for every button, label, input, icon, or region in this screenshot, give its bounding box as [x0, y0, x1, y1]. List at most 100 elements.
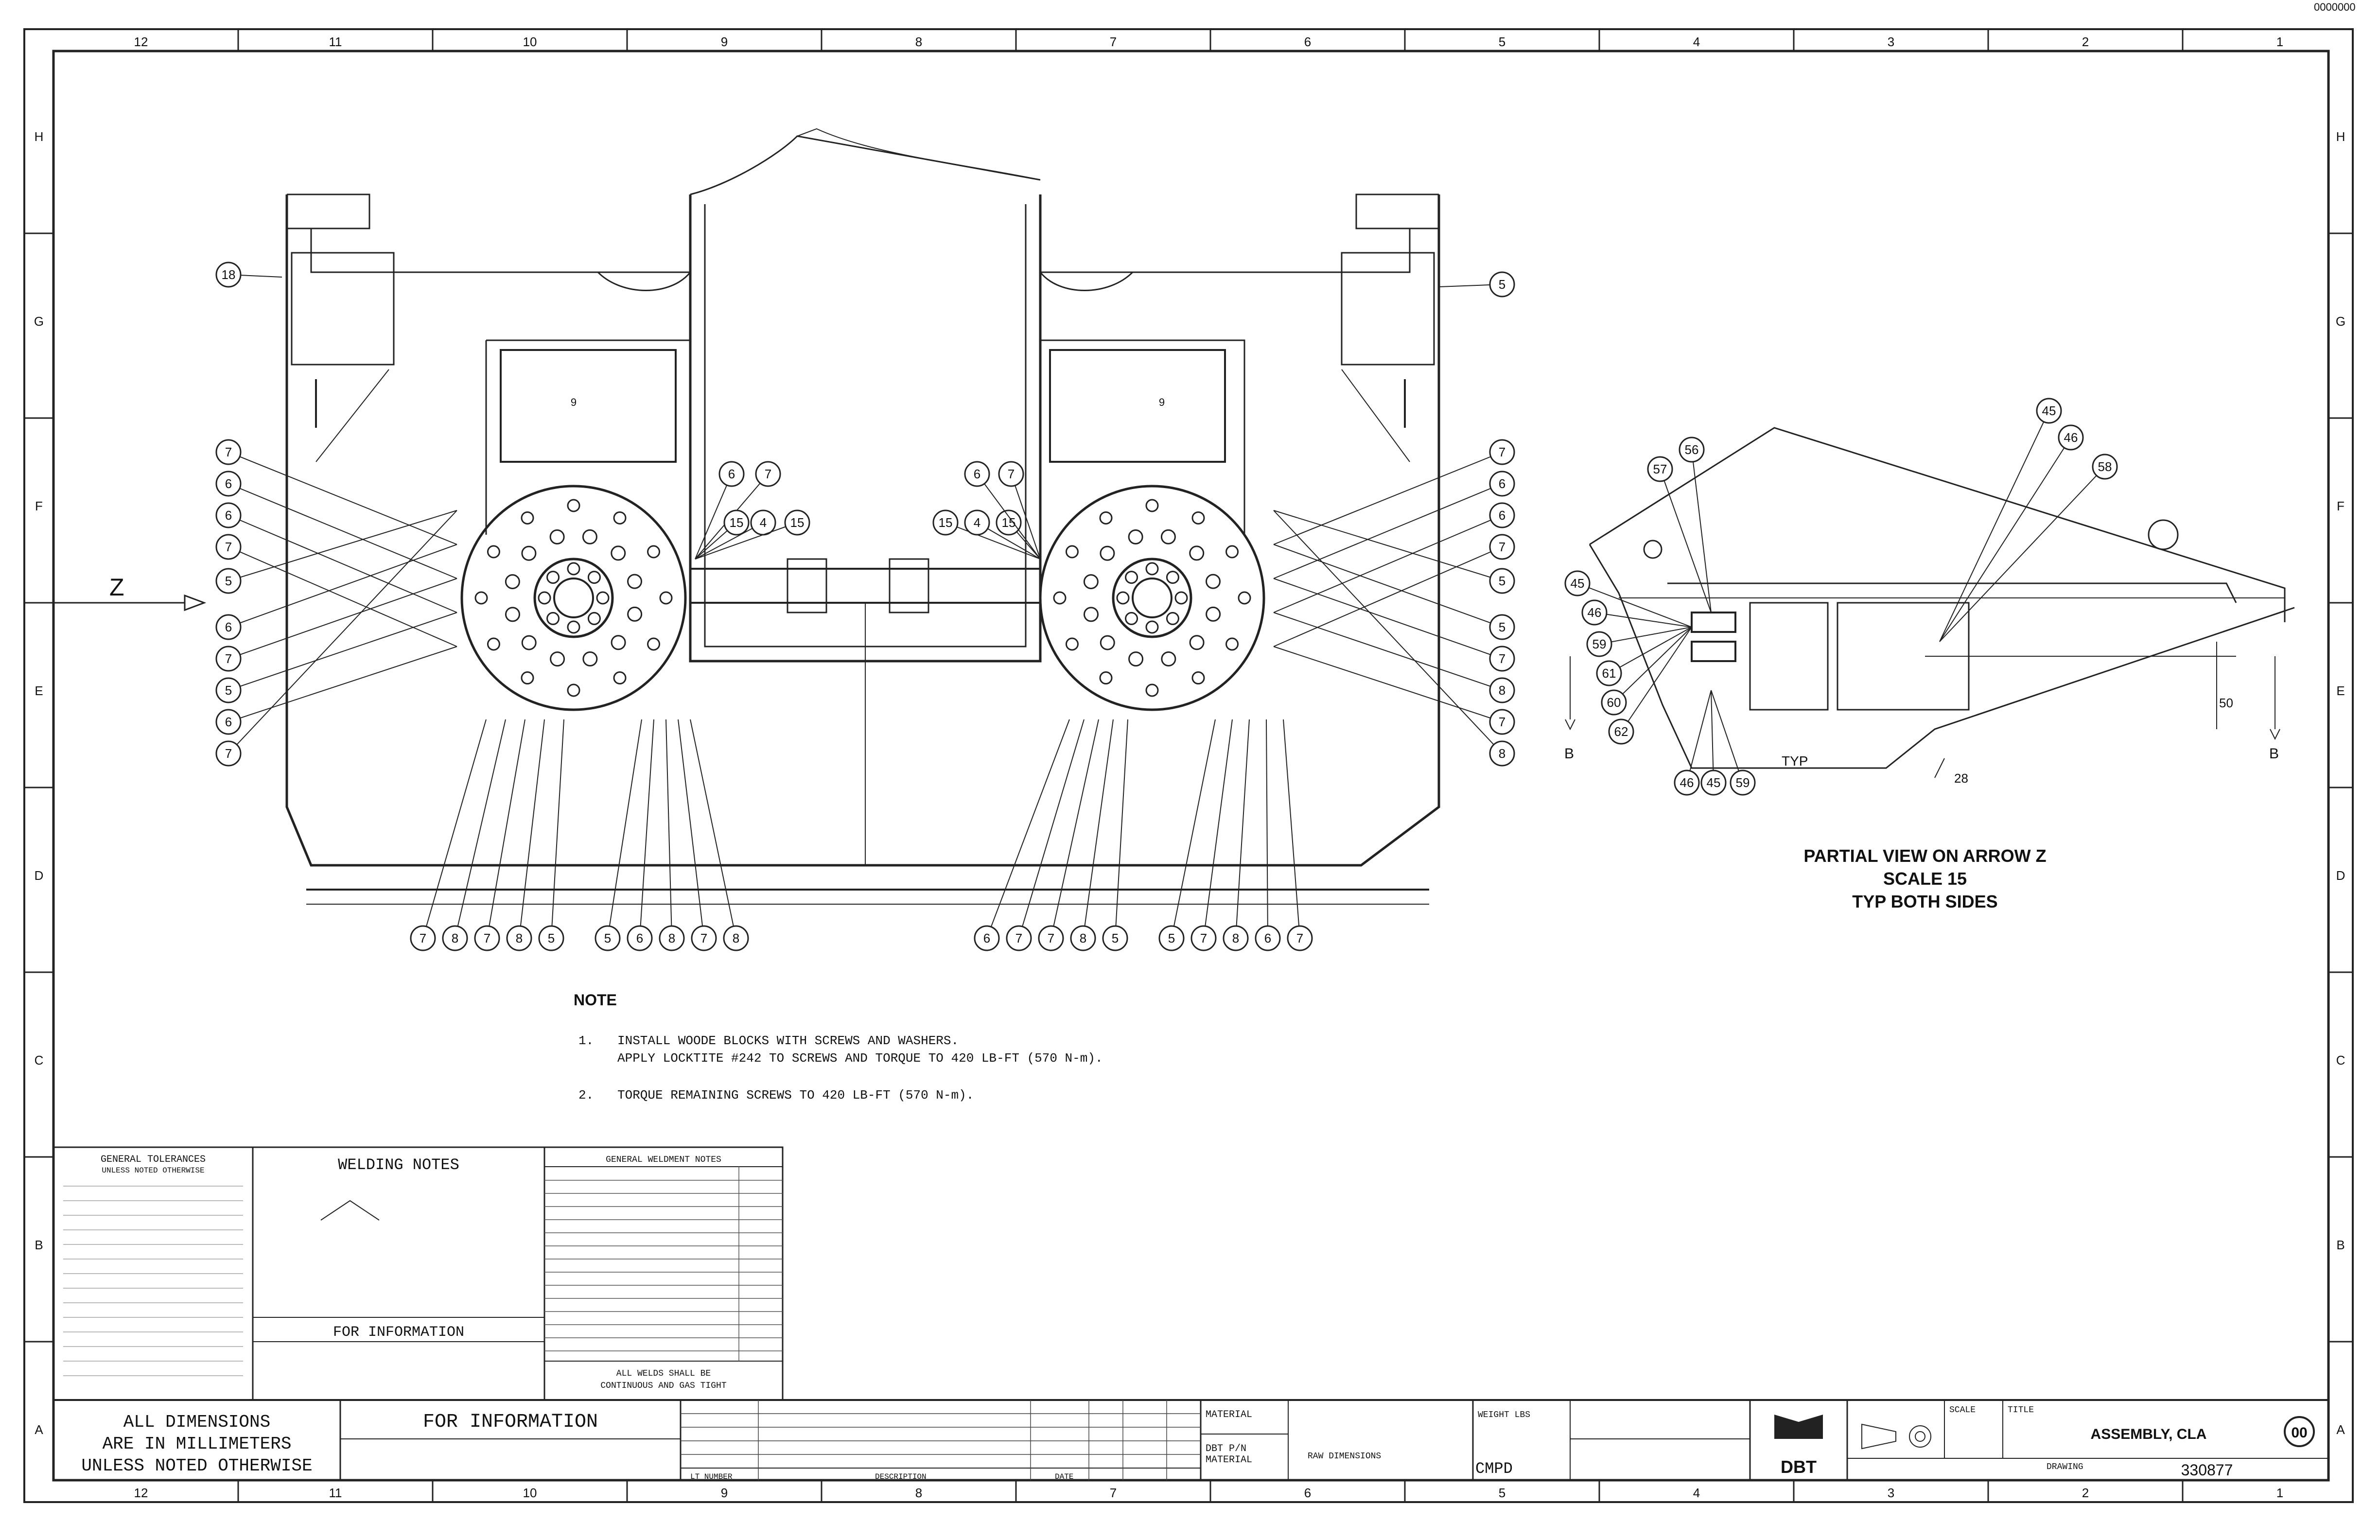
- top-zone-label: 6: [1304, 35, 1311, 49]
- balloon-number: 6: [225, 476, 232, 491]
- bolt-hole: [1189, 545, 1205, 561]
- bolt-hole: [659, 591, 673, 605]
- bolt-hole: [1189, 635, 1205, 650]
- bottom-zone-label: 11: [329, 1486, 342, 1500]
- balloon-circle: [1489, 568, 1515, 594]
- hub-bolt: [1166, 612, 1179, 625]
- left-zone-label: F: [35, 499, 43, 513]
- balloon-center-right: 7: [998, 461, 1041, 560]
- bolt-hole: [1053, 591, 1067, 605]
- drawing-label: DRAWING: [2047, 1462, 2083, 1472]
- balloon-bottom-right: 5: [1102, 719, 1128, 951]
- balloon-circle: [2058, 424, 2084, 451]
- partial-view-title: PARTIAL VIEW ON ARROW Z: [1803, 846, 2046, 866]
- balloon-circle: [1158, 925, 1185, 951]
- balloon-circle: [215, 439, 242, 465]
- cross-shaft: [689, 568, 1041, 604]
- leader-line: [228, 578, 457, 659]
- bolt-hole: [647, 637, 661, 651]
- leader-line: [228, 612, 457, 691]
- balloon-number: 7: [1499, 540, 1505, 554]
- leader-line: [1083, 719, 1114, 939]
- weldment-notes-box: [543, 1146, 784, 1401]
- hub-bolt: [546, 612, 560, 625]
- balloon-number: 8: [733, 931, 739, 945]
- material-label: MATERIAL: [1206, 1409, 1252, 1420]
- hub-bolt: [1145, 562, 1159, 576]
- top-zone-label: 2: [2082, 35, 2089, 49]
- note-number: 1.: [578, 1033, 594, 1048]
- bottom-zone-label: 4: [1693, 1486, 1700, 1500]
- leader-line: [1203, 719, 1233, 939]
- note-number: 2.: [578, 1088, 594, 1102]
- bolt-hole: [611, 545, 626, 561]
- hub-bolt: [567, 562, 580, 576]
- bolt-hole: [1065, 545, 1079, 559]
- balloon-circle: [974, 925, 1000, 951]
- balloon-partial: 45: [1564, 570, 1692, 628]
- hub-bolt: [567, 620, 580, 634]
- balloon-left: 5: [215, 612, 457, 703]
- left-zone-label: E: [35, 683, 43, 698]
- section-label-left: B: [1564, 746, 1574, 762]
- dbt-pn-label: DBT P/N: [1206, 1443, 1246, 1454]
- drawing-number: 330877: [2181, 1461, 2233, 1479]
- balloon-number: 7: [225, 540, 232, 554]
- note-item: APPLY LOCKTITE #242 TO SCREWS AND TORQUE…: [617, 1051, 1103, 1066]
- balloon-circle: [1489, 502, 1515, 528]
- leader-line: [1273, 515, 1503, 613]
- balloon-bottom-right: 8: [1223, 719, 1250, 951]
- balloon-bottom-left: 8: [659, 719, 685, 951]
- bolt-hole: [1225, 545, 1239, 559]
- balloon-partial: 61: [1596, 627, 1692, 686]
- balloon-number: 5: [225, 683, 232, 698]
- description-column-header: DESCRIPTION: [875, 1472, 927, 1481]
- balloon-left: 5: [215, 510, 457, 594]
- leader-line: [607, 719, 642, 939]
- left-zone-label: A: [35, 1422, 43, 1437]
- leader-line: [1273, 510, 1503, 581]
- balloon-circle: [2036, 398, 2062, 424]
- balloon-number: 5: [1499, 277, 1505, 292]
- balloon-number: 6: [636, 931, 643, 945]
- balloon-number: 6: [974, 467, 980, 481]
- balloon-bottom-left: 8: [506, 719, 545, 951]
- cmpd-label: CMPD: [1475, 1460, 1513, 1478]
- balloon-number: 56: [1685, 442, 1699, 457]
- bolt-hole: [613, 671, 627, 685]
- balloon-number: 57: [1653, 462, 1667, 476]
- bolt-hole: [521, 545, 537, 561]
- balloon-circle: [442, 925, 468, 951]
- balloon-circle: [1489, 439, 1515, 465]
- balloon-number: 7: [1499, 651, 1505, 666]
- weight-label: WEIGHT LBS: [1478, 1410, 1530, 1420]
- balloon-number: 7: [1008, 467, 1015, 481]
- company-name: DBT: [1781, 1457, 1817, 1477]
- material-label-2: MATERIAL: [1206, 1454, 1252, 1466]
- item-column-header: LT NUMBER: [690, 1472, 733, 1481]
- bottom-zone-label: 5: [1499, 1486, 1505, 1500]
- leader-line: [1273, 578, 1503, 659]
- leader-line: [1273, 544, 1503, 628]
- leader-line: [228, 510, 457, 581]
- bolt-hole: [1225, 637, 1239, 651]
- bolt-hole: [1083, 574, 1099, 590]
- balloon-circle: [2092, 454, 2118, 480]
- bolt-hole: [1128, 651, 1144, 667]
- balloon-right: 6: [1273, 502, 1515, 613]
- leader-line: [1273, 452, 1503, 545]
- balloon-circle: [1070, 925, 1096, 951]
- lifting-point-mark: 9: [571, 396, 577, 408]
- balloon-number: 45: [2042, 403, 2056, 418]
- disc-bolt-holes: [474, 499, 1251, 697]
- balloon-number: 15: [730, 515, 744, 530]
- balloon-bottom-right: 8: [1070, 719, 1114, 951]
- bolt-hole: [1238, 591, 1251, 605]
- balloon-circle: [215, 262, 242, 288]
- hub-bolt: [1166, 571, 1179, 584]
- leader-line: [1939, 410, 2049, 642]
- leader-line: [977, 473, 1041, 560]
- balloon-circle: [1287, 925, 1313, 951]
- note-item: 2.TORQUE REMAINING SCREWS TO 420 LB-FT (…: [578, 1088, 974, 1102]
- leader-line: [1609, 627, 1692, 674]
